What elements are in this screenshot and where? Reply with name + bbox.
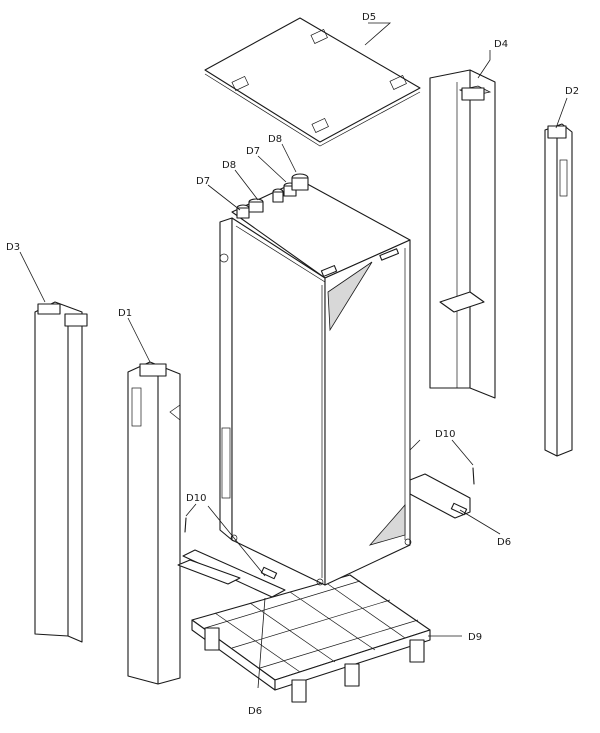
label-d5: D5: [362, 12, 376, 23]
label-d10-left: D10: [186, 493, 206, 504]
label-d1: D1: [118, 308, 132, 319]
pallet-d9: [191, 574, 431, 703]
label-d8-right: D8: [268, 134, 282, 145]
screw-d10-left: [184, 517, 187, 533]
corner-post-d1: [127, 361, 181, 685]
leader-lines: [19, 22, 568, 689]
corner-post-d3: [34, 301, 88, 643]
pipe-connections: [236, 173, 309, 219]
screw-d10-right: [472, 467, 475, 485]
label-d6-right: D6: [497, 537, 511, 548]
label-d7-right: D7: [246, 146, 260, 157]
label-d6-bottom: D6: [248, 706, 262, 717]
label-d3: D3: [6, 242, 20, 253]
label-d10-right: D10: [435, 429, 455, 440]
corner-post-d2: [544, 123, 573, 457]
label-d4: D4: [494, 39, 508, 50]
cabinet-unit: [219, 173, 412, 586]
corner-post-d4: [429, 69, 496, 399]
label-d9: D9: [468, 632, 482, 643]
part-labels: D5 D4 D2 D8 D7 D8 D7 D3 D1 D10 D10 D6 D9…: [6, 12, 579, 717]
spacer-board-d6-bottom: [177, 549, 286, 598]
spacer-board-d6-right: [409, 473, 471, 519]
label-d8-left: D8: [222, 160, 236, 171]
top-cover-d5: [204, 17, 421, 147]
label-d2: D2: [565, 86, 579, 97]
label-d7-left: D7: [196, 176, 210, 187]
